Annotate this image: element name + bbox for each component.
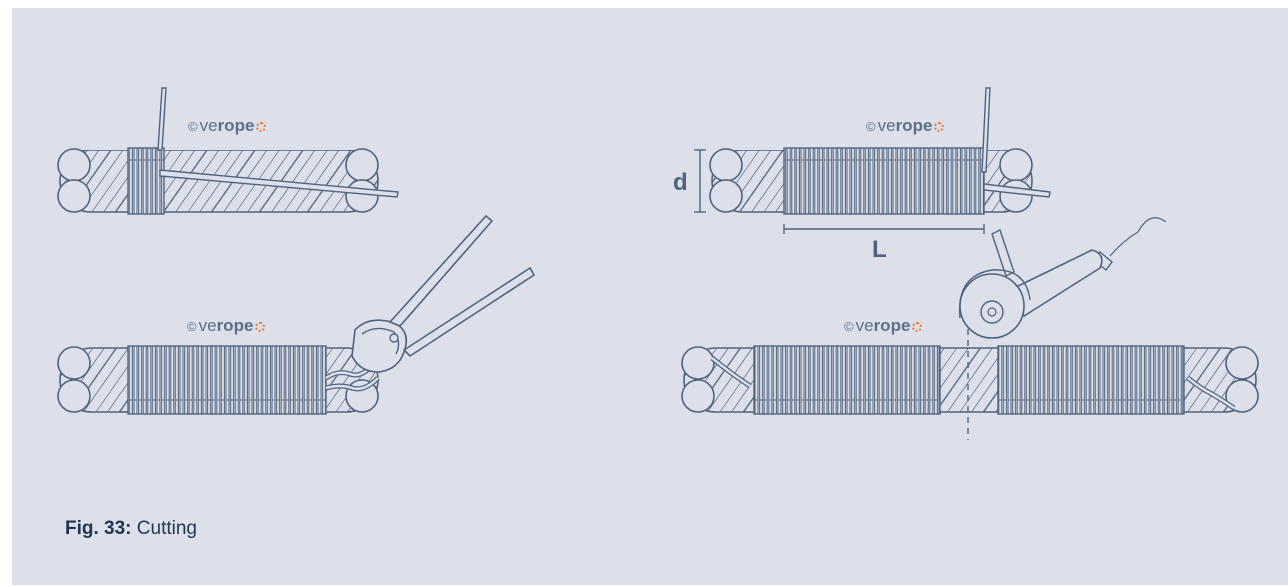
rope-top-right <box>709 87 1051 215</box>
rope-top-left <box>57 87 399 215</box>
logo-ring-icon <box>256 122 267 132</box>
watermark-logo-1: ©verope <box>188 117 267 134</box>
rope-bottom-left <box>57 345 380 415</box>
logo-ring-icon <box>255 322 266 332</box>
dimension-lines <box>694 149 985 234</box>
angle-grinder <box>958 217 1167 339</box>
dimension-label-diameter: d <box>673 169 688 196</box>
watermark-logo-2: ©verope <box>866 117 945 134</box>
pliers <box>351 214 536 373</box>
watermark-logo-4: ©verope <box>844 317 923 334</box>
dimension-label-length: L <box>872 236 887 263</box>
logo-ring-icon <box>912 322 923 332</box>
figure-panel <box>12 8 1288 585</box>
figure-label: Fig. 33: <box>65 518 132 539</box>
rope-bottom-right <box>681 318 1259 440</box>
figure-caption: Fig. 33: Cutting <box>65 518 197 540</box>
watermark-logo-3: ©verope <box>187 317 266 334</box>
logo-ring-icon <box>934 122 945 132</box>
figure-title: Cutting <box>136 518 197 539</box>
